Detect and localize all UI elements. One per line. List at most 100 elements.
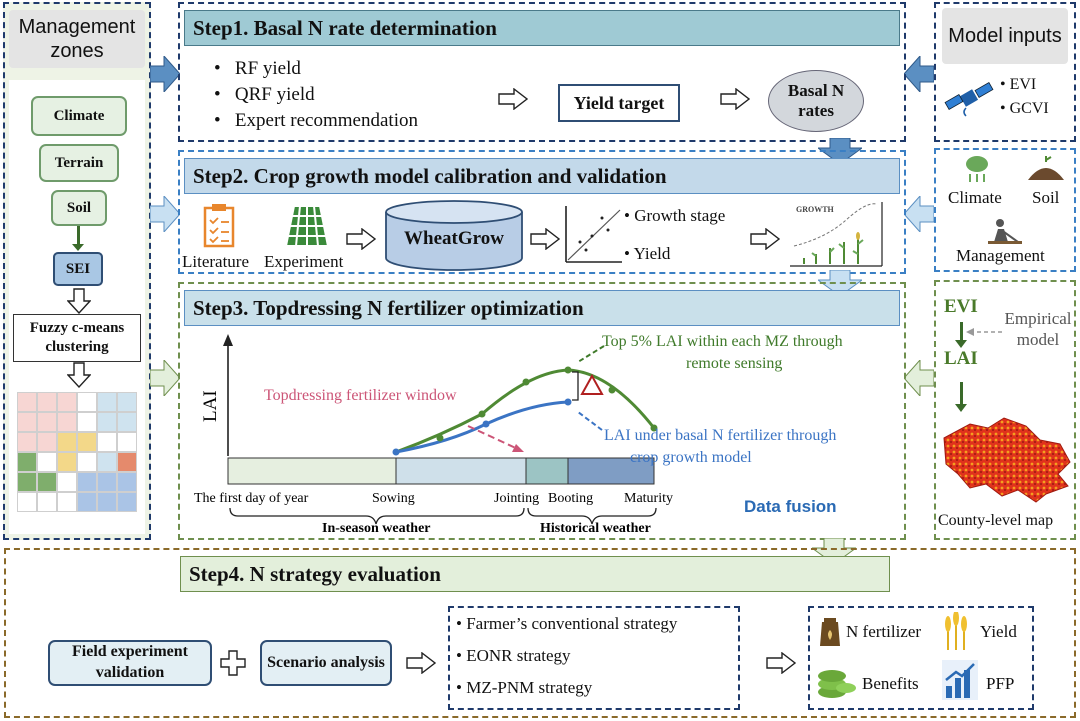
top-lai-note-line2: remote sensing <box>686 355 782 372</box>
step1-bullet-qrf: • QRF yield <box>214 84 315 105</box>
model-inputs-panel: Model inputs • EVI • GCVI <box>934 2 1076 142</box>
management-input-label: Management <box>956 246 1045 265</box>
pfp-bar-chart-icon <box>942 660 978 700</box>
right-hollow-arrow-icon <box>530 228 560 250</box>
y-axis-label: LAI <box>200 390 221 422</box>
scatter-plot-icon <box>565 206 622 263</box>
zone-cell <box>77 472 97 492</box>
zone-grid <box>17 392 137 512</box>
zone-cell <box>97 432 117 452</box>
growth-chart-icon: GROWTH <box>790 202 883 267</box>
wheatgrow-label: WheatGrow <box>404 228 504 249</box>
step3-title: Step3. Topdressing N fertilizer optimiza… <box>184 290 900 326</box>
outcome-benefits: Benefits <box>862 674 919 693</box>
zone-cell <box>77 412 97 432</box>
yield-output: • Yield <box>624 244 671 263</box>
zone-cell <box>117 452 137 472</box>
stage-label-booting: Booting <box>548 491 593 506</box>
coins-benefits-icon <box>818 670 856 698</box>
zone-cell <box>117 412 137 432</box>
wheatgrow-database-icon <box>385 200 523 271</box>
stage-label-first-day: The first day of year <box>194 491 309 506</box>
step1-panel: Step1. Basal N rate determination • RF y… <box>178 2 906 142</box>
yield-target-box: Yield target <box>558 84 680 122</box>
strategies-box: • Farmer’s conventional strategy • EONR … <box>448 606 740 710</box>
right-hollow-arrow-icon <box>406 652 436 674</box>
growth-chart-label: GROWTH <box>796 205 835 214</box>
step1-title: Step1. Basal N rate determination <box>184 10 900 46</box>
zone-cell <box>37 392 57 412</box>
climate-input-label: Climate <box>948 188 1002 207</box>
evi-to-lai-arrow <box>960 322 963 344</box>
outcome-n-fertilizer: N fertilizer <box>846 622 922 641</box>
zone-cell <box>117 492 137 512</box>
wheat-yield-icon <box>945 612 967 650</box>
zone-cell <box>17 492 37 512</box>
empirical-arrow <box>966 328 1002 336</box>
gcvi-index: • GCVI <box>1000 100 1049 117</box>
zone-cell <box>77 452 97 472</box>
literature-label: Literature <box>182 252 250 271</box>
right-hollow-arrow-icon <box>498 88 528 110</box>
evi-label: EVI <box>944 296 978 317</box>
experiment-label: Experiment <box>264 252 344 271</box>
fertilizer-bag-icon <box>820 618 840 646</box>
zone-cell <box>97 452 117 472</box>
delta-triangle-icon <box>580 373 604 395</box>
satellite-icon <box>944 81 994 117</box>
zone-cell <box>97 412 117 432</box>
county-map <box>943 417 1071 503</box>
step1-bullet-rf: • RF yield <box>214 58 301 79</box>
lai-to-map-arrowhead <box>955 404 967 412</box>
stage-label-maturity: Maturity <box>624 491 673 506</box>
climate-box: Climate <box>31 96 127 136</box>
step2-inputs-panel: Climate Soil Management <box>934 148 1076 272</box>
right-hollow-arrow-icon <box>750 228 780 250</box>
step4-panel: Step4. N strategy evaluation Field exper… <box>4 548 1076 718</box>
soil-box: Soil <box>51 190 107 226</box>
step4-title: Step4. N strategy evaluation <box>180 556 890 592</box>
experiment-field-icon <box>284 205 330 247</box>
zone-cell <box>57 412 77 432</box>
terrain-box: Terrain <box>39 144 119 182</box>
step1-bullet-expert: • Expert recommendation <box>214 110 418 131</box>
timeline-segment-vegetative <box>395 457 527 485</box>
window-pointer-arrowhead <box>512 444 524 452</box>
top-lai-pointer <box>577 345 605 363</box>
top-lai-curve <box>395 368 656 454</box>
down-hollow-arrow-icon <box>67 362 91 388</box>
zone-cell <box>97 392 117 412</box>
timeline-segment-window <box>525 457 569 485</box>
sei-box: SEI <box>53 252 103 286</box>
zone-cell <box>37 432 57 452</box>
basal-lai-pointer <box>577 411 603 431</box>
stage-label-jointing: Jointing <box>494 491 539 506</box>
right-step2-arrow-icon <box>904 196 934 232</box>
outcome-pfp: PFP <box>986 674 1015 693</box>
lai-diagram: LAI The first day of year Sowing Jointin… <box>194 333 843 536</box>
zone-cell <box>117 432 137 452</box>
left-step1-arrow-icon <box>150 56 180 92</box>
zone-cell <box>57 492 77 512</box>
zone-cell <box>57 472 77 492</box>
left-step3-arrow-icon <box>150 360 180 396</box>
right-hollow-arrow-icon <box>766 652 796 674</box>
zone-cell <box>37 492 57 512</box>
scenario-analysis-box: Scenario analysis <box>260 640 392 686</box>
strategy-farmer: • Farmer’s conventional strategy <box>456 614 678 633</box>
y-axis-arrowhead <box>223 334 233 346</box>
zone-cell <box>17 392 37 412</box>
soil-input-label: Soil <box>1032 188 1060 207</box>
left-step2-arrow-icon <box>150 196 180 232</box>
outcomes-box: N fertilizer Yield Benefits PFP <box>808 606 1034 710</box>
in-season-brace <box>229 507 525 525</box>
right-step1-arrow-icon <box>904 56 934 92</box>
basal-rates-ellipse: Basal N rates <box>768 70 864 132</box>
timeline-segment-late <box>567 457 655 485</box>
zone-cell <box>37 472 57 492</box>
zone-cell <box>117 472 137 492</box>
step2-title: Step2. Crop growth model calibration and… <box>184 158 900 194</box>
zone-cell <box>77 432 97 452</box>
literature-icon <box>203 204 235 248</box>
model-inputs-title: Model inputs <box>942 8 1068 64</box>
